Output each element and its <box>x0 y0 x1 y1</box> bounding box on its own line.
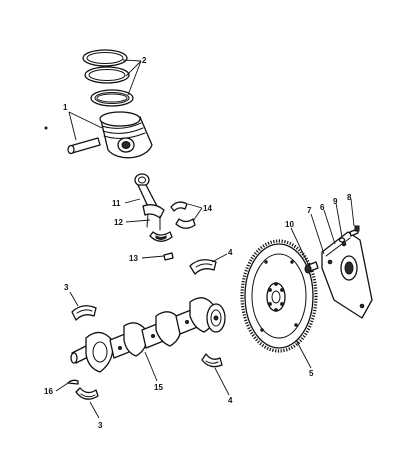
callout-10: 10 <box>285 220 294 229</box>
washer <box>338 237 346 243</box>
rod-cap <box>149 231 173 242</box>
rod-bearing-lower <box>175 218 196 229</box>
piston-ring-middle <box>84 66 130 84</box>
main-bearing-upper <box>189 259 217 275</box>
piston <box>99 111 153 159</box>
stray-dot <box>44 126 48 130</box>
rod-bearing-upper <box>170 201 188 212</box>
callout-4-upper: 4 <box>228 248 233 257</box>
piston-rings <box>82 49 134 107</box>
callout-5: 5 <box>309 369 314 378</box>
adapter-plate <box>321 231 373 319</box>
rod-nut <box>163 252 174 261</box>
flywheel-bolt <box>304 261 319 274</box>
callout-12: 12 <box>114 218 123 227</box>
connecting-rod <box>134 173 165 231</box>
piston-ring-top <box>82 49 128 67</box>
callout-15: 15 <box>154 383 163 392</box>
callout-6: 6 <box>320 203 325 212</box>
woodruff-key <box>67 379 79 385</box>
callout-4-lower: 4 <box>228 396 233 405</box>
callout-16: 16 <box>44 387 53 396</box>
main-bearing-left-upper <box>71 305 97 321</box>
callout-1: 1 <box>63 103 68 112</box>
callout-8: 8 <box>347 193 352 202</box>
leader-lines <box>55 59 355 419</box>
rod-bearings <box>170 201 196 229</box>
callout-3-upper: 3 <box>64 283 69 292</box>
flywheel <box>240 239 318 353</box>
callout-2: 2 <box>142 56 147 65</box>
callout-11: 11 <box>112 199 121 208</box>
main-bearing-lower <box>201 353 223 368</box>
callout-3-lower: 3 <box>98 421 103 430</box>
callout-14: 14 <box>203 204 212 213</box>
piston-ring-oil <box>90 89 134 107</box>
callout-9: 9 <box>333 197 338 206</box>
callout-13: 13 <box>129 254 138 263</box>
main-bearing-left-lower <box>75 387 99 400</box>
plate-screw <box>349 225 360 237</box>
piston-pin <box>67 137 101 155</box>
crankshaft <box>70 297 226 373</box>
callout-labels: 1 2 3 3 4 4 5 6 7 8 9 10 11 12 13 14 15 … <box>44 56 352 430</box>
callout-7: 7 <box>307 206 312 215</box>
